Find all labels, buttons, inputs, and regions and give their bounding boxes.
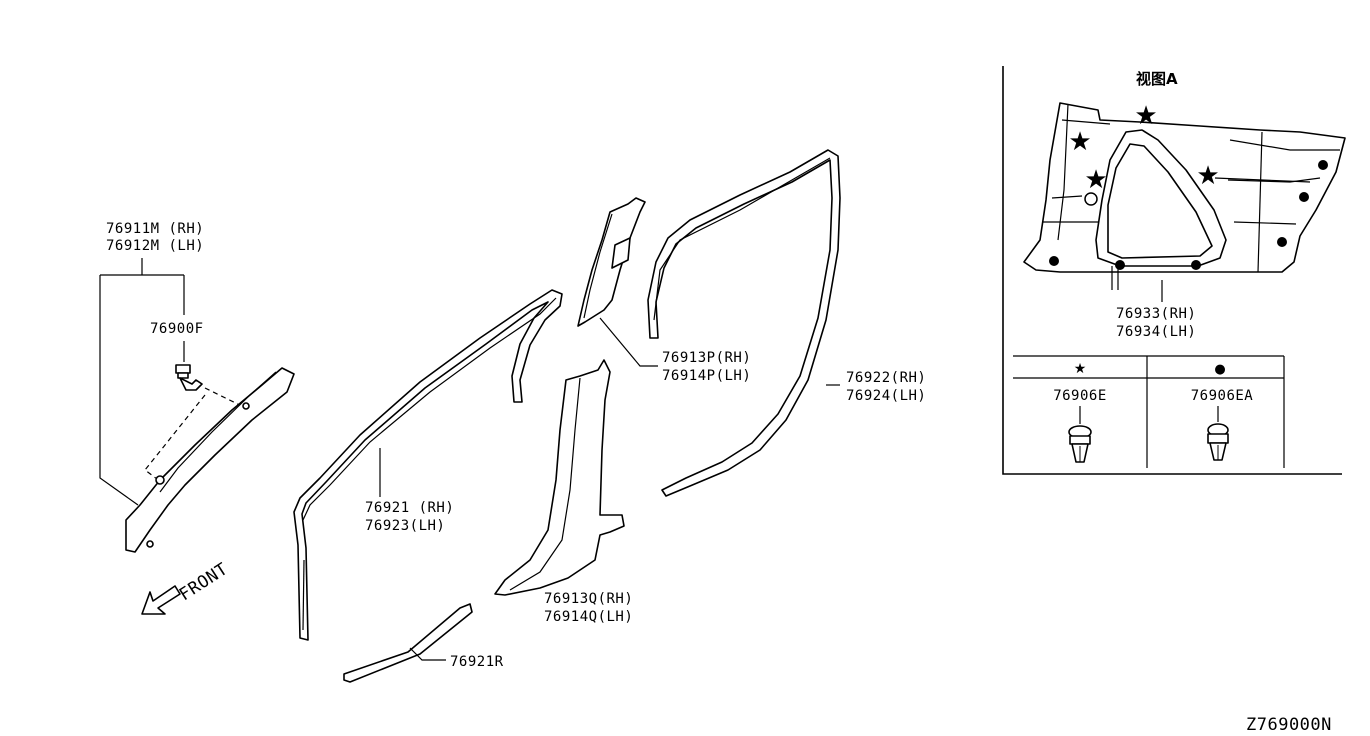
rear-weatherstrip-group: 76922(RH) 76924(LH) <box>647 149 926 497</box>
front-weatherstrip-group: 76921 (RH) 76923(LH) <box>293 289 563 641</box>
front-label: FRONT <box>176 559 232 605</box>
label-76922: 76922(RH) <box>846 370 926 386</box>
sill-strip <box>343 603 473 683</box>
label-76912m: 76912M (LH) <box>106 238 204 254</box>
label-76921r: 76921R <box>450 654 504 670</box>
view-a-title: 视图A <box>1136 70 1178 88</box>
label-76924: 76924(LH) <box>846 388 926 404</box>
hole-icon <box>1084 192 1098 206</box>
label-76913p: 76913P(RH) <box>662 350 751 366</box>
label-76921: 76921 (RH) <box>365 500 454 516</box>
sill-strip-group: 76921R <box>343 603 504 683</box>
view-a-frame <box>1002 66 1342 475</box>
rear-door-weatherstrip <box>647 149 841 497</box>
legend-76906ea: 76906EA <box>1191 388 1254 404</box>
clip-76906ea-icon <box>1207 423 1229 461</box>
clip-dot-icon <box>1191 260 1201 270</box>
b-pillar-lower-garnish <box>494 359 625 596</box>
b-pillar-upper-group: 76913P(RH) 76914P(LH) <box>577 197 751 384</box>
label-76913q: 76913Q(RH) <box>544 591 633 607</box>
front-arrow-icon <box>141 585 181 615</box>
a-pillar-garnish-group: 76911M (RH) 76912M (LH) 76900F <box>99 221 295 553</box>
label-76914p: 76914P(LH) <box>662 368 751 384</box>
view-a-panel: 视图A ★ ★ ★ ★ 76933(RH) 76934(LH) <box>1002 66 1346 475</box>
legend-dot-symbol: ● <box>1214 362 1225 377</box>
label-76923: 76923(LH) <box>365 518 445 534</box>
clip-76900f-icon <box>175 364 203 391</box>
clip-dot-icon <box>1318 160 1328 170</box>
label-76933: 76933(RH) <box>1116 306 1196 322</box>
front-door-weatherstrip <box>293 289 563 641</box>
legend-76906e: 76906E <box>1053 388 1107 404</box>
clip-star-icon: ★ <box>1068 127 1091 157</box>
clip-dot-icon <box>1277 237 1287 247</box>
clip-dot-icon <box>1115 260 1125 270</box>
clip-star-icon: ★ <box>1134 101 1157 131</box>
clip-dot-icon <box>1299 192 1309 202</box>
clip-76906e-icon <box>1068 425 1092 463</box>
clip-dot-icon <box>1049 256 1059 266</box>
clip-star-icon: ★ <box>1196 161 1219 191</box>
label-76911m: 76911M (RH) <box>106 221 204 237</box>
a-pillar-garnish <box>125 367 295 553</box>
leader-76921r <box>409 647 446 661</box>
label-76914q: 76914Q(LH) <box>544 609 633 625</box>
b-pillar-upper-garnish <box>577 197 646 327</box>
b-pillar-lower-group: 76913Q(RH) 76914Q(LH) <box>494 359 633 625</box>
leader-76913p <box>599 317 658 367</box>
diagram-code: Z769000N <box>1246 715 1332 735</box>
label-76934: 76934(LH) <box>1116 324 1196 340</box>
leader-to-garnish <box>99 275 139 506</box>
legend-star-symbol: ★ <box>1074 361 1087 377</box>
front-direction-indicator: FRONT <box>141 559 232 615</box>
clip-legend-table: ★ ● 76906E 76906EA <box>1013 355 1285 468</box>
clip-star-icon: ★ <box>1084 165 1107 195</box>
label-76900f: 76900F <box>150 321 204 337</box>
